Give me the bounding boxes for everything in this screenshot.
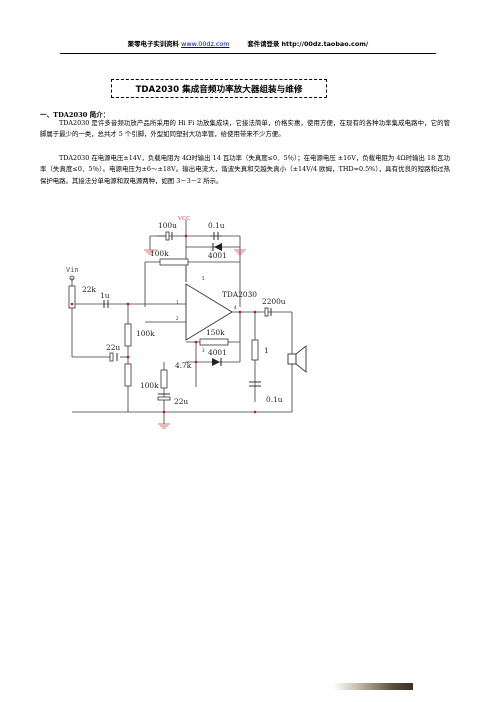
label-r-22k: 22k — [82, 285, 96, 294]
label-r-100k-mid: 100k — [136, 329, 155, 338]
label-r-feedback: 100k — [150, 249, 169, 258]
shop-text: 套件请登录 http://00dz.taobao.com/ — [247, 40, 369, 48]
site-link[interactable]: www.00dz.com — [181, 40, 230, 48]
site-name: 聚零电子实训资料 — [127, 40, 179, 48]
diode-top — [214, 243, 222, 251]
section-heading: 一、TDA2030 简介： — [40, 111, 110, 119]
component-symbols — [68, 231, 307, 429]
capacitor-100u — [165, 231, 170, 241]
pin-5-label: 5 — [202, 276, 205, 281]
label-c-100u: 100u — [158, 221, 177, 230]
paragraph-intro: TDA2030 是许多音频功放产品所采用的 Hi Fi 功放集成块，它接法简单，… — [40, 119, 450, 139]
label-c-2200u: 2200u — [262, 297, 286, 306]
tda2030-circuit-diagram: VCC Vin 100u 0.1u 100k 4001 TDA2030 22k … — [66, 216, 307, 429]
header-divider — [60, 53, 436, 54]
label-c-22u-mid: 22u — [106, 343, 120, 352]
tda2030-amplifier — [185, 283, 233, 341]
label-r-100k-bottom: 100k — [140, 381, 159, 390]
resistor-100k-bottom — [124, 363, 132, 387]
capacitor-22u-mid — [109, 352, 114, 362]
resistor-1-ohm — [251, 339, 259, 361]
label-r-150k: 150k — [206, 328, 225, 337]
pin-3-label: 3 — [202, 348, 205, 353]
input-terminal — [69, 275, 75, 281]
label-vcc: VCC — [177, 216, 190, 222]
label-c-1u: 1u — [100, 291, 110, 300]
resistor-100k-mid — [124, 323, 132, 347]
ground-symbols — [144, 249, 246, 429]
decorative-footer-bar — [333, 683, 413, 690]
label-r-1: 1 — [264, 346, 269, 355]
label-c-0-1u-zobel: 0.1u — [266, 395, 283, 404]
title-box: TDA2030 集成音频功率放大器组装与维修 — [111, 79, 327, 98]
circuit-wires — [71, 220, 293, 424]
capacitor-2200u — [264, 307, 269, 317]
paragraph-specs: TDA2030 在电源电压±14V，负载电阻为 4Ω时输出 14 瓦功率（失真度… — [40, 154, 450, 185]
diode-bottom — [212, 358, 220, 366]
pin-4-label: 4 — [234, 305, 237, 310]
label-c-22u-bottom: 22u — [174, 397, 188, 406]
potentiometer-input — [68, 285, 76, 309]
label-vin: Vin — [66, 266, 79, 274]
pin-2-label: 2 — [176, 316, 179, 321]
label-c-0-1u-top: 0.1u — [208, 221, 225, 230]
label-r-4-7k: 4.7k — [175, 361, 192, 370]
label-ic: TDA2030 — [222, 290, 257, 299]
resistor-150k — [199, 338, 229, 346]
label-d-top: 4001 — [208, 251, 227, 260]
page-header: 聚零电子实训资料 www.00dz.com 套件请登录 http://00dz.… — [60, 39, 436, 53]
junction-dots — [70, 234, 257, 414]
speaker-icon — [287, 353, 297, 365]
pin-1-label: 1 — [176, 300, 179, 305]
resistor-feedback — [159, 258, 189, 266]
document-title: TDA2030 集成音频功率放大器组装与维修 — [135, 84, 303, 95]
resistor-4-7k — [160, 369, 168, 389]
label-d-bottom: 4001 — [208, 348, 227, 357]
